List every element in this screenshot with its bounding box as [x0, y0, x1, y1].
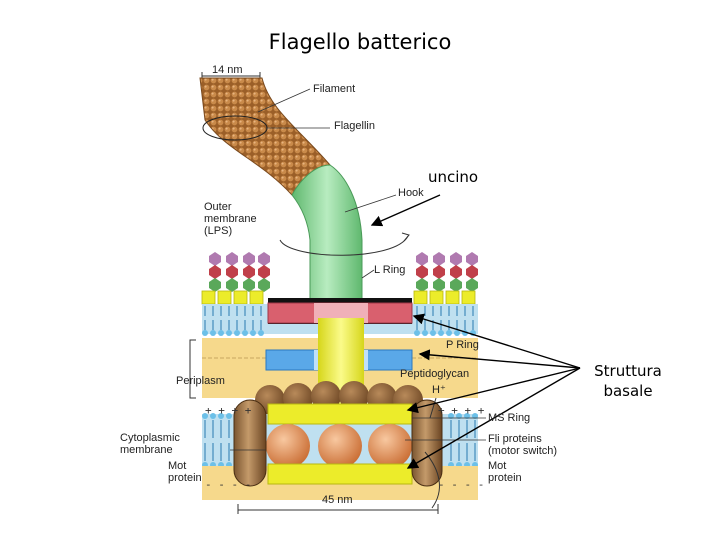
- label-fli-2: (motor switch): [488, 445, 558, 457]
- label-mot-left-1: Mot: [168, 460, 187, 472]
- label-ms-ring: MS Ring: [488, 412, 531, 424]
- svg-text:- - - -: - - - -: [205, 478, 251, 491]
- svg-text:+ + + +: + + + +: [205, 404, 252, 417]
- basal-line-2: basale: [603, 382, 653, 400]
- label-filament: Filament: [313, 83, 356, 95]
- label-width-bottom: 45 nm: [322, 494, 353, 506]
- fli-proteins: [266, 424, 412, 468]
- label-peptidoglycan: Peptidoglycan: [400, 368, 470, 380]
- basal-arrow-l-ring: [412, 313, 581, 369]
- ms-ring: [267, 403, 413, 425]
- basal-arrow-ms-ring: [406, 367, 581, 414]
- hook: [291, 164, 363, 301]
- rotation-arrow: [279, 235, 409, 256]
- lps-right: [416, 252, 478, 292]
- label-mot-right-1: Mot: [488, 460, 507, 472]
- basal-arrow-mot: [406, 367, 581, 469]
- label-fli-1: Fli proteins: [488, 433, 542, 445]
- label-outer-membrane-1: Outer: [204, 201, 232, 213]
- hook-arrow: [370, 194, 441, 227]
- label-p-ring: P Ring: [446, 339, 479, 351]
- label-l-ring: L Ring: [374, 264, 406, 276]
- width-bottom-bracket: [237, 504, 439, 514]
- label-h-plus: H⁺: [432, 384, 446, 396]
- outer-membrane-heads: [201, 290, 476, 305]
- basal-structure-annotation: Struttura basale: [584, 361, 672, 401]
- diagram-title: Flagello batterico: [268, 30, 452, 54]
- svg-text:- - - -: - - - -: [438, 478, 484, 491]
- hook-annotation: uncino: [428, 168, 479, 186]
- basal-arrow-p-ring: [418, 349, 581, 369]
- label-width-top: 14 nm: [212, 64, 243, 76]
- label-hook: Hook: [398, 187, 424, 199]
- mot-protein-right: [411, 399, 443, 487]
- basal-line-1: Struttura: [594, 362, 662, 380]
- label-cytoplasmic-2: membrane: [120, 444, 173, 456]
- label-mot-left-2: protein: [168, 472, 202, 484]
- lps-left: [209, 252, 270, 292]
- label-cytoplasmic-1: Cytoplasmic: [120, 432, 180, 444]
- mot-protein-left: [233, 399, 267, 487]
- svg-text:+ + + +: + + + +: [438, 404, 485, 417]
- label-flagellin: Flagellin: [334, 120, 375, 132]
- label-outer-membrane-3: (LPS): [204, 225, 233, 237]
- periplasm-bracket: [189, 339, 196, 399]
- label-periplasm: Periplasm: [176, 375, 225, 387]
- label-mot-right-2: protein: [488, 472, 522, 484]
- label-outer-membrane-2: membrane: [204, 213, 257, 225]
